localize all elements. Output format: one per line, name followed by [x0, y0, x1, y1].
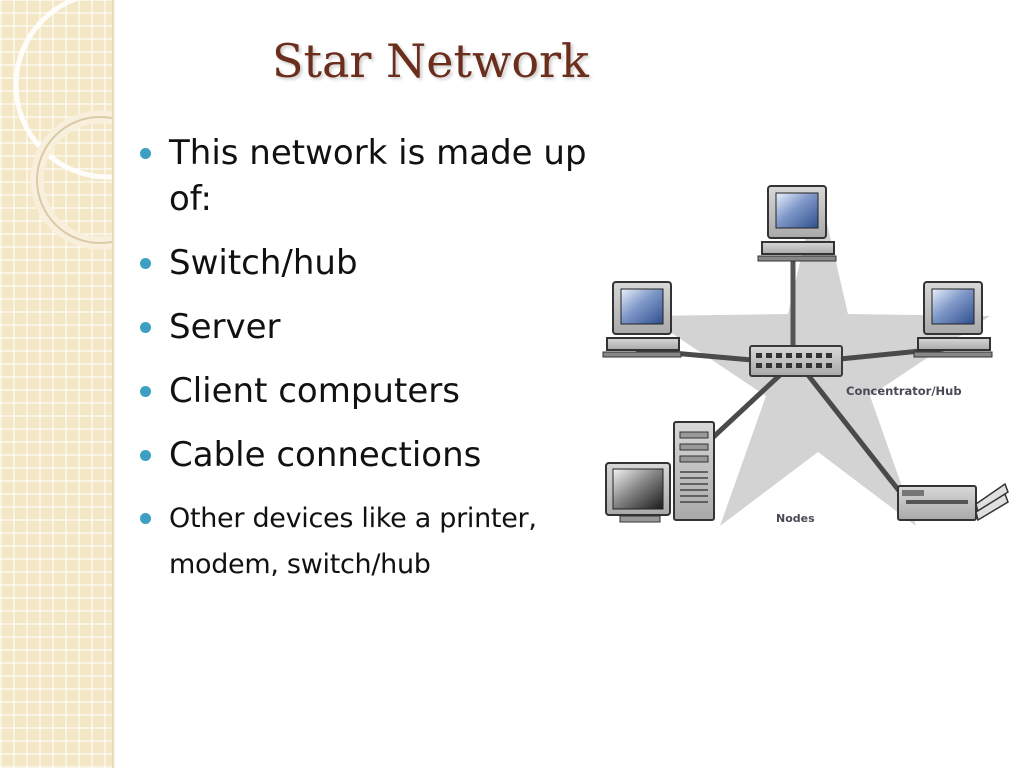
printer-icon	[897, 482, 1009, 522]
decorative-ring-outline	[36, 116, 112, 244]
bullet-dot-icon	[140, 513, 151, 524]
bullet-dot-icon	[140, 386, 151, 397]
server-tower-icon	[673, 421, 715, 521]
side-panel-edge	[112, 0, 115, 768]
computer-icon-right	[913, 281, 993, 358]
bullet-text: Client computers	[169, 371, 460, 411]
bullet-text: Switch/hub	[169, 243, 358, 283]
decorative-ring-thick	[30, 110, 112, 250]
bullet-item: Other devices like a printer, modem, swi…	[140, 496, 610, 588]
bullet-item: Server	[140, 304, 610, 350]
bullet-dot-icon	[140, 322, 151, 333]
bullet-text: Other devices like a printer, modem, swi…	[169, 503, 537, 580]
bullet-text: This network is made up of:	[169, 133, 587, 219]
nodes-label: Nodes	[776, 512, 815, 525]
bullet-text: Cable connections	[169, 435, 482, 475]
computer-icon-top	[757, 185, 837, 262]
bullet-item: Cable connections	[140, 432, 610, 478]
star-network-diagram: Concentrator/Hub Nodes	[602, 184, 1009, 526]
hub-label: Concentrator/Hub	[846, 384, 962, 398]
bullet-item: Switch/hub	[140, 240, 610, 286]
monitor-icon	[605, 462, 671, 523]
decorative-side-panel	[0, 0, 112, 768]
decorative-rings-graphic	[13, 0, 112, 250]
bullet-list: This network is made up of: Switch/hub S…	[140, 130, 610, 588]
bullet-item: Client computers	[140, 368, 610, 414]
bullet-dot-icon	[140, 450, 151, 461]
decorative-ring-large	[13, 0, 112, 180]
hub-icon	[749, 345, 843, 377]
slide-title: Star Network	[272, 34, 589, 88]
bullet-text: Server	[169, 307, 281, 347]
computer-icon-left	[602, 281, 682, 358]
bullet-dot-icon	[140, 258, 151, 269]
bullet-dot-icon	[140, 148, 151, 159]
bullet-item: This network is made up of:	[140, 130, 610, 222]
